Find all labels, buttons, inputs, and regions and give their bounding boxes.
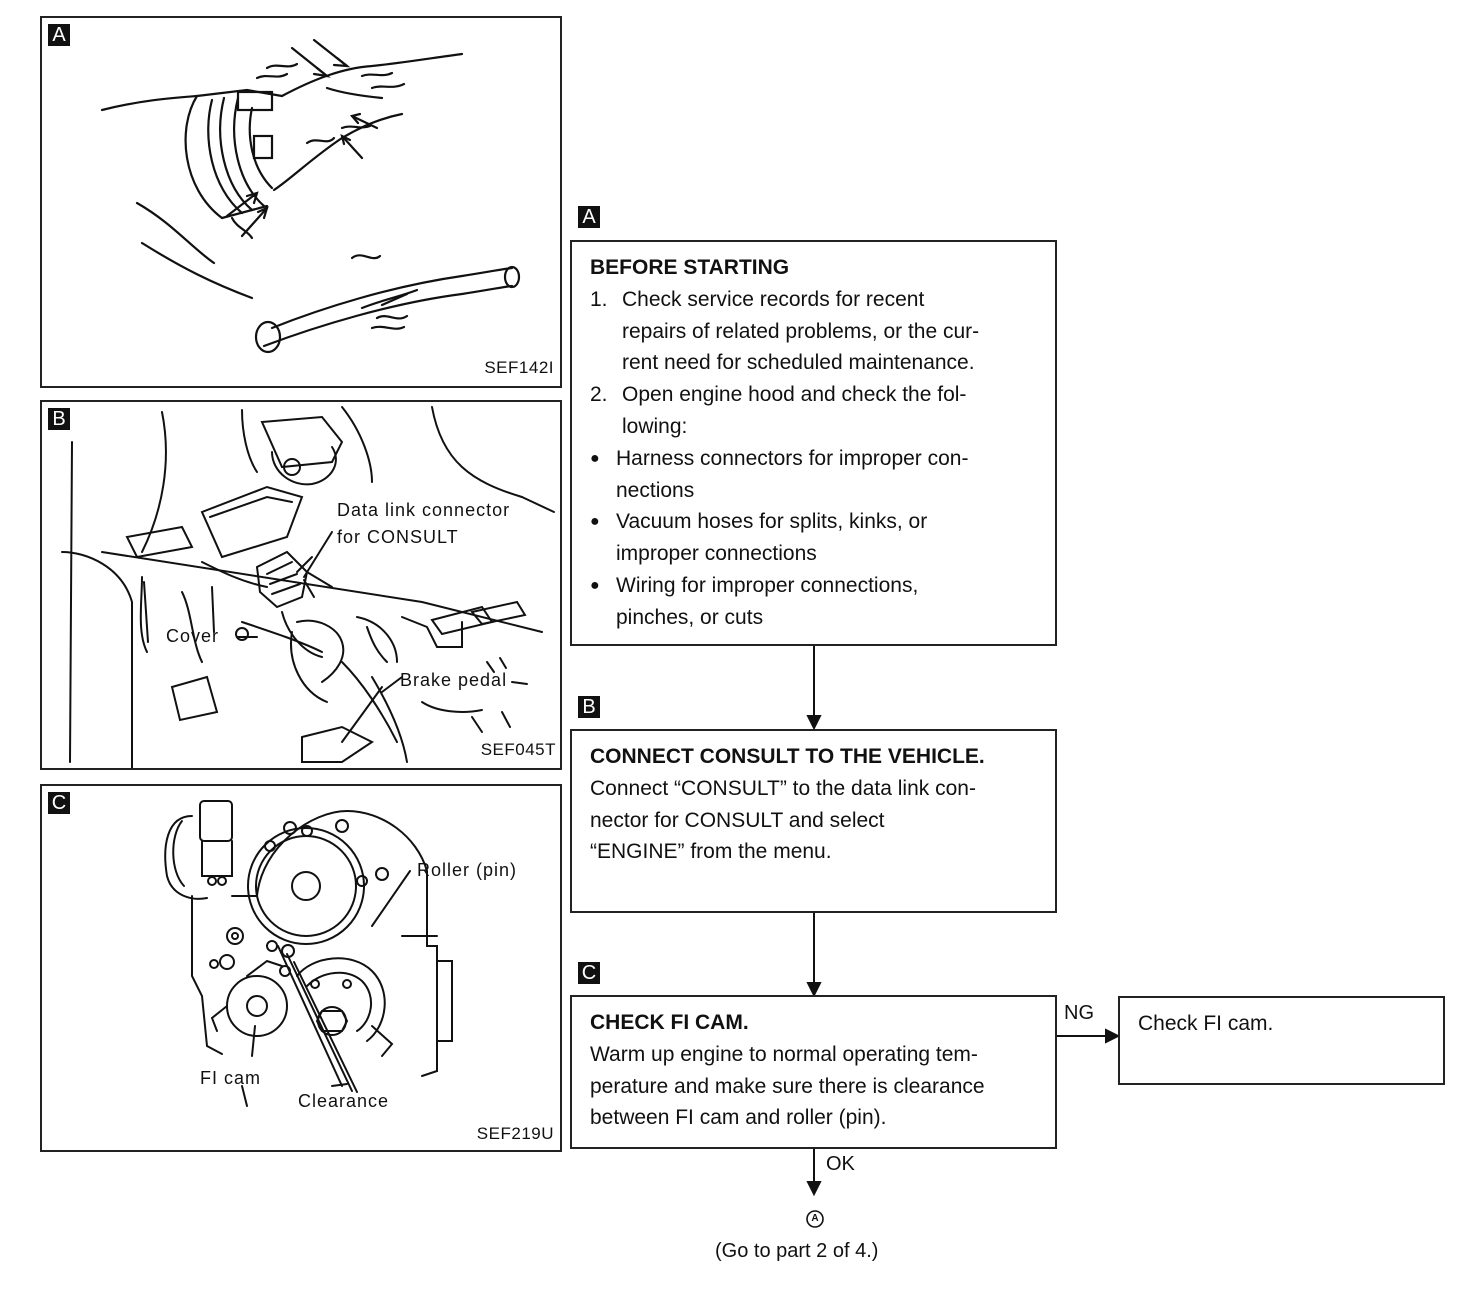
figure-code: SEF219U <box>476 1124 554 1143</box>
connector-a-icon: A <box>811 1213 819 1224</box>
dashboard-illustration <box>61 406 555 768</box>
figure-b: B Data link connector for CONSULT Cover … <box>40 400 562 770</box>
box-title: CONNECT CONSULT TO THE VEHICLE. <box>590 745 985 768</box>
step-2: 2. Open engine hood and check the fol- l… <box>590 383 967 438</box>
figure-code: SEF142I <box>484 358 554 377</box>
step-letter-c: C <box>578 962 600 984</box>
bullet-icon: ● <box>590 576 600 594</box>
before-starting-box: BEFORE STARTING 1. Check service records… <box>570 240 1057 646</box>
ng-result-box: Check FI cam. <box>1118 996 1445 1085</box>
figure-letter: C <box>48 792 70 814</box>
step-letter-a: A <box>578 206 600 228</box>
cover-label: Cover <box>166 626 220 646</box>
ok-label: OK <box>826 1153 855 1175</box>
roller-pin-label: Roller (pin) <box>417 860 518 880</box>
bullet-item: ● Harness connectors for improper con- n… <box>590 443 1043 507</box>
box-title: BEFORE STARTING <box>590 256 790 279</box>
connect-consult-box: CONNECT CONSULT TO THE VEHICLE. Connect … <box>570 729 1057 913</box>
figure-a: A SEF142I <box>40 16 562 388</box>
for-consult-label: for CONSULT <box>337 527 459 547</box>
bullet-item: ● Wiring for improper connections, pinch… <box>590 570 1043 634</box>
fi-cam-illustration <box>164 800 453 1107</box>
figure-letter: A <box>48 24 70 46</box>
figure-letter: B <box>48 408 70 430</box>
brake-pedal-label: Brake pedal <box>400 670 508 690</box>
step-letter-b: B <box>578 696 600 718</box>
bullet-icon: ● <box>590 513 600 531</box>
fi-cam-label: FI cam <box>200 1068 262 1088</box>
figure-code: SEF045T <box>480 740 556 759</box>
hose-illustration <box>100 38 521 354</box>
check-fi-cam-box: CHECK FI CAM. Warm up engine to normal o… <box>570 995 1057 1149</box>
data-link-connector-label: Data link connector <box>337 500 511 520</box>
goto-label: (Go to part 2 of 4.) <box>715 1240 879 1262</box>
figure-c: C Roller (pin) FI cam Clearance SEF219U <box>40 784 562 1152</box>
ng-label: NG <box>1064 1002 1094 1024</box>
step-1: 1. Check service records for recent repa… <box>590 287 980 375</box>
box-title: CHECK FI CAM. <box>590 1011 749 1034</box>
bullet-item: ● Vacuum hoses for splits, kinks, or imp… <box>590 506 1043 570</box>
clearance-label: Clearance <box>298 1091 390 1111</box>
bullet-icon: ● <box>590 449 600 467</box>
